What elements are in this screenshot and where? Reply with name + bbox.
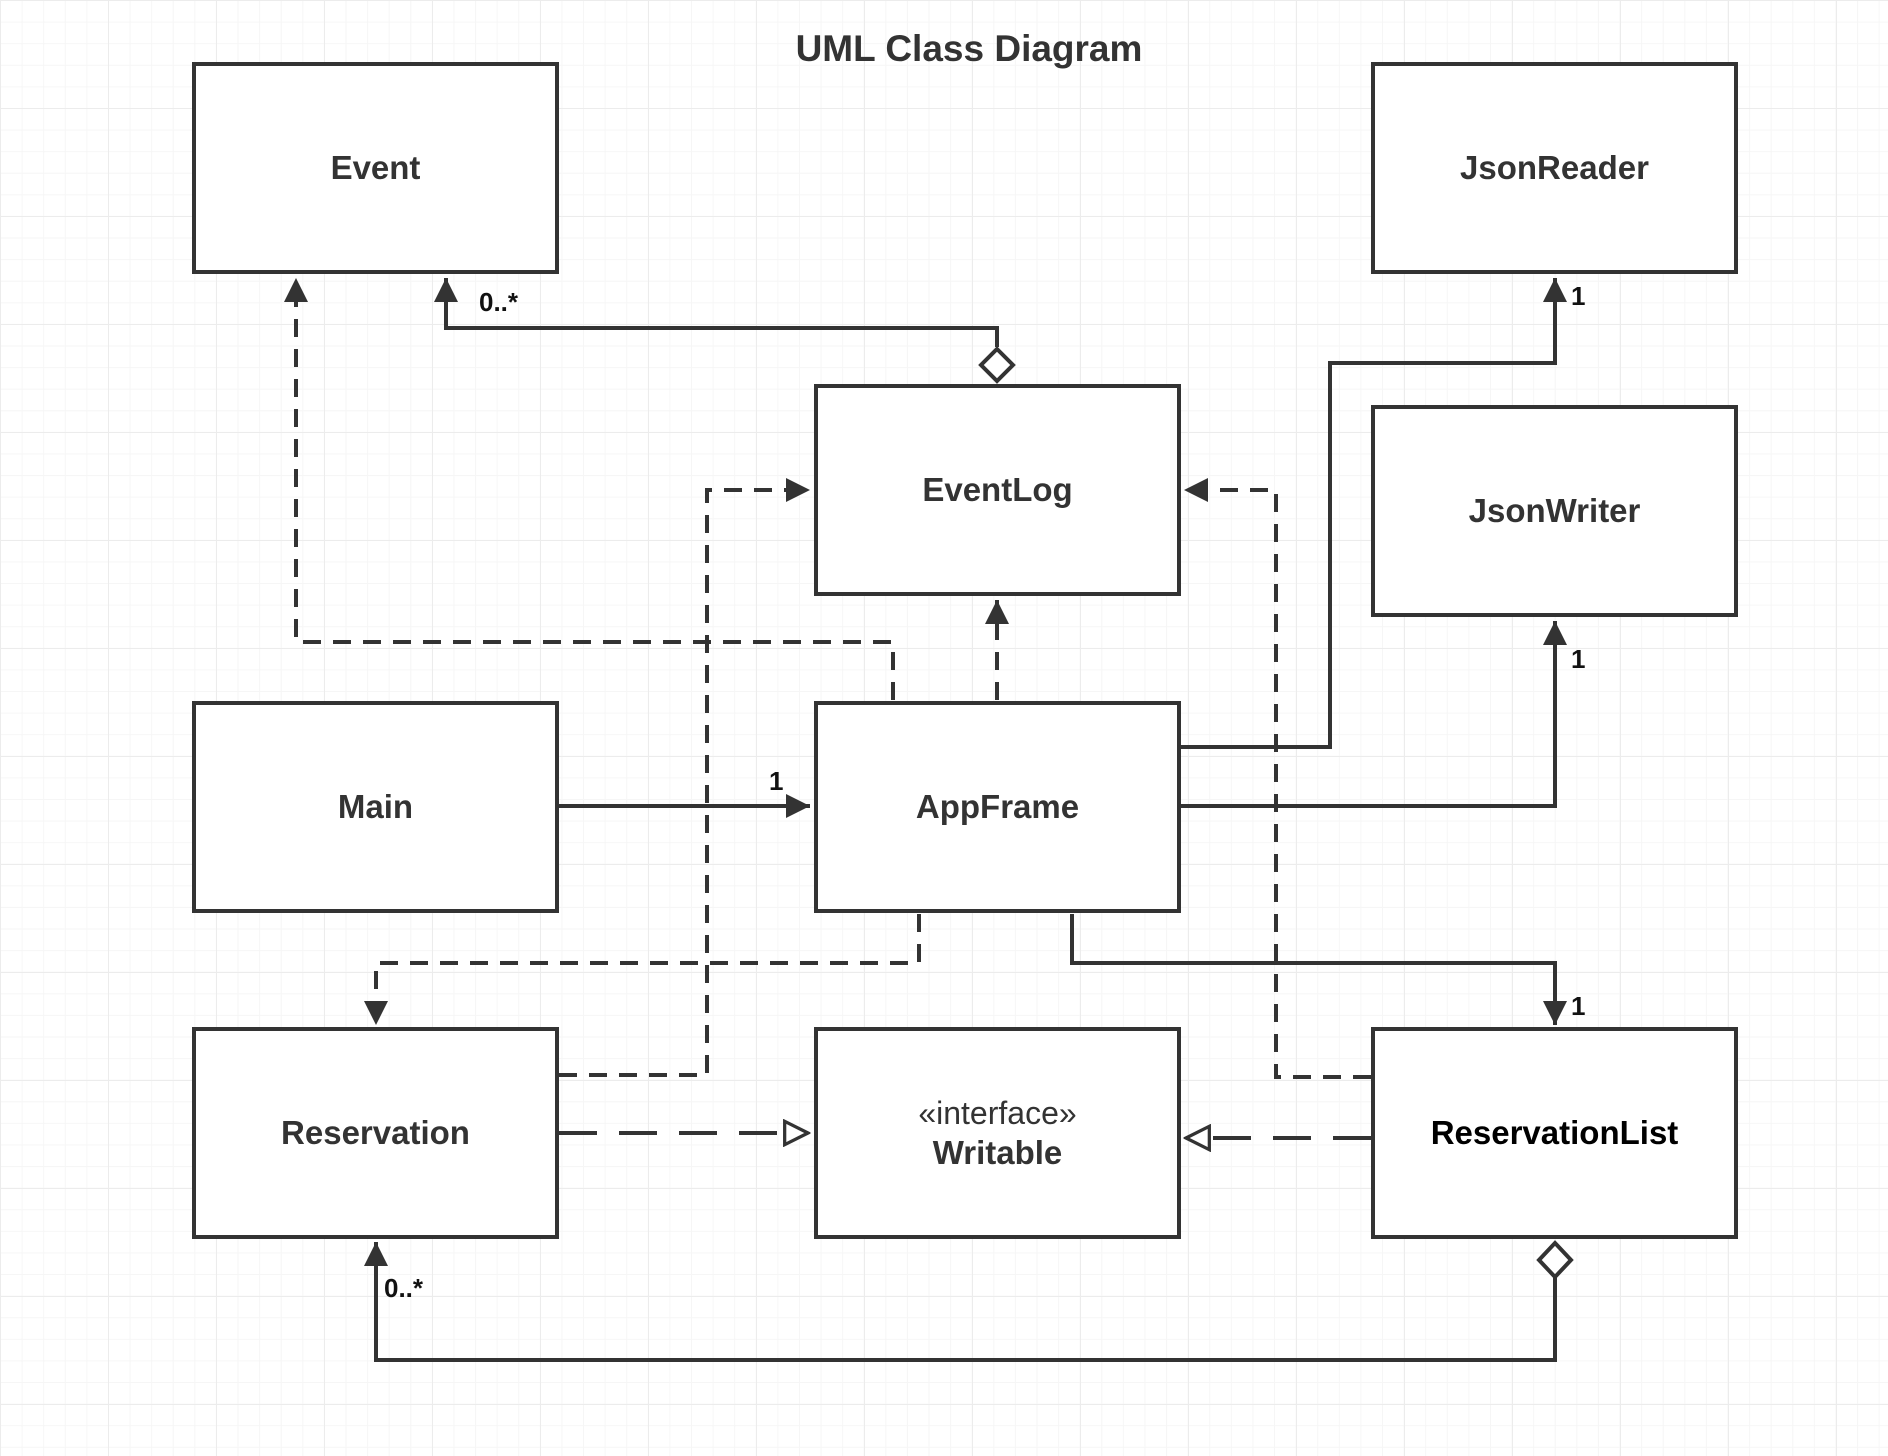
class-name: JsonReader [1460, 149, 1649, 186]
class-name: Event [330, 149, 421, 186]
class-eventlog[interactable]: EventLog [814, 384, 1181, 596]
reservation-eventlog-dependency [559, 478, 810, 1077]
eventlog-event-aggregation [434, 278, 999, 347]
reservationlist-eventlog-dependency [1184, 478, 1371, 1079]
appframe-event-dependency [284, 278, 895, 700]
class-appframe[interactable]: AppFrame [814, 701, 1181, 913]
class-name: EventLog [922, 471, 1073, 508]
class-name: ReservationList [1430, 1114, 1679, 1151]
class-name: AppFrame [915, 788, 1080, 825]
class-name: Writable [932, 1134, 1063, 1171]
multiplicity-appframe-jsonreader: 1 [1571, 281, 1586, 311]
multiplicity-appframe-jsonwriter: 1 [1571, 644, 1586, 674]
class-main[interactable]: Main [192, 701, 559, 913]
diagram-title: UML Class Diagram [795, 28, 1143, 69]
reservationlist-reservation-aggregation [364, 1242, 1557, 1362]
multiplicity-eventlog-event: 0..* [479, 287, 519, 317]
class-jsonreader[interactable]: JsonReader [1371, 62, 1738, 274]
class-reservationlist[interactable]: ReservationList [1371, 1027, 1738, 1239]
multiplicity-main-appframe: 1 [769, 766, 784, 796]
aggregation-diamond-reservationlist [1536, 1240, 1574, 1280]
class-event[interactable]: Event [192, 62, 559, 274]
multiplicity-reservationlist-reservation: 0..* [384, 1273, 424, 1303]
appframe-reservationlist-association [1070, 914, 1567, 1025]
multiplicity-appframe-reservationlist: 1 [1571, 991, 1586, 1021]
appframe-jsonwriter-association [1180, 621, 1567, 808]
aggregation-diamond-eventlog [978, 346, 1016, 384]
class-name: Reservation [281, 1114, 470, 1151]
interface-writable[interactable]: «interface» Writable [814, 1027, 1181, 1239]
class-jsonwriter[interactable]: JsonWriter [1371, 405, 1738, 617]
appframe-reservation-dependency [364, 914, 921, 1025]
class-reservation[interactable]: Reservation [192, 1027, 559, 1239]
class-name: Main [337, 788, 414, 825]
class-name: JsonWriter [1468, 492, 1641, 529]
interface-stereotype: «interface» [918, 1095, 1077, 1131]
appframe-jsonreader-association [1180, 278, 1567, 749]
